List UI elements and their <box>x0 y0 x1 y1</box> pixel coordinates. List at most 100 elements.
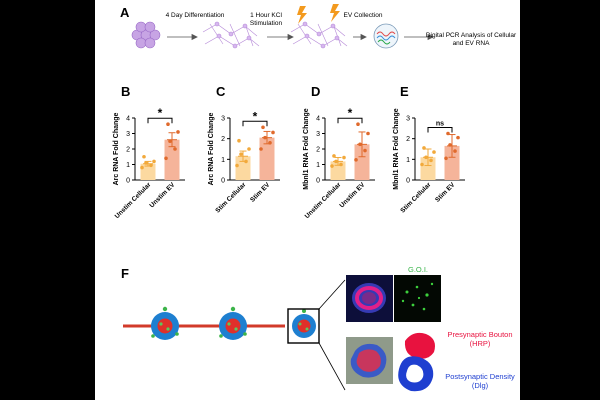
arrow-icon <box>267 33 294 41</box>
y-tick-label: 1 <box>406 157 410 164</box>
data-point <box>456 135 460 140</box>
data-point <box>244 159 248 164</box>
data-point <box>261 125 265 130</box>
significance-label: * <box>253 109 258 123</box>
stimulated-network-icon <box>290 21 348 49</box>
y-tick-label: 2 <box>221 136 225 143</box>
panel-letter-e: E <box>400 84 409 99</box>
data-point <box>420 162 424 167</box>
data-point <box>444 156 448 161</box>
y-tick-label: 0 <box>221 178 225 185</box>
category-label: Stim Cellular <box>214 181 247 214</box>
data-point <box>422 146 426 150</box>
data-point <box>142 154 146 159</box>
figure-canvas: A <box>95 0 520 400</box>
category-label: Unstim Cellular <box>114 181 153 220</box>
data-point <box>164 156 168 161</box>
y-tick-label: 2 <box>406 136 410 143</box>
category-label: Unstim EV <box>148 181 176 209</box>
goi-label: G.O.I. <box>407 265 428 274</box>
data-point <box>149 163 153 168</box>
bar <box>444 145 460 180</box>
arrow-icon <box>353 33 367 41</box>
bar <box>354 144 370 180</box>
lightning-icon <box>297 4 340 24</box>
data-point <box>429 158 433 163</box>
workflow-step-label: 1 Hour KCl Stimulation <box>249 12 283 27</box>
workflow-step-label: EV Collection <box>343 12 383 19</box>
workflow-step-label: 4 Day Differentiation <box>165 12 225 19</box>
data-point <box>140 165 144 170</box>
panel-letter-a: A <box>120 5 130 20</box>
data-point <box>247 147 251 151</box>
y-tick-label: 1 <box>316 162 320 169</box>
presynaptic-bouton-icon <box>404 332 435 359</box>
data-point <box>152 159 156 164</box>
bar <box>259 137 275 180</box>
data-point <box>446 131 450 136</box>
bouton-icon <box>151 306 179 340</box>
data-point <box>363 148 367 153</box>
panel-letter-d: D <box>311 84 321 99</box>
y-axis-label: Arc RNA Fold Change <box>113 112 120 185</box>
data-point <box>330 164 334 168</box>
data-point <box>358 142 362 147</box>
data-point <box>356 122 360 126</box>
y-axis-label: Mbnl1 RNA Fold Change <box>303 108 310 190</box>
y-axis-label: Arc RNA Fold Change <box>208 112 215 185</box>
cell-cluster-icon <box>131 21 161 49</box>
data-point <box>342 155 346 160</box>
data-point <box>173 147 177 151</box>
bar <box>140 163 156 180</box>
significance-label: ns <box>436 121 444 128</box>
arrow-icon <box>404 33 434 41</box>
category-label: Stim Cellular <box>399 181 432 214</box>
postsynaptic-label: Postsynaptic Density (Dlg) <box>445 372 515 390</box>
y-tick-label: 0 <box>316 178 320 185</box>
significance-label: * <box>158 106 163 120</box>
panel-letter-c: C <box>216 84 226 99</box>
data-point <box>168 139 172 144</box>
segmented-micrograph <box>346 337 393 384</box>
bar <box>420 157 436 180</box>
data-point <box>332 154 336 158</box>
category-label: Stim EV <box>434 181 457 204</box>
y-tick-label: 4 <box>316 116 320 123</box>
workflow-step-label: Digital PCR Analysis of Cellular and EV … <box>425 32 517 47</box>
data-point <box>453 149 457 153</box>
y-tick-label: 3 <box>126 131 130 138</box>
page-number: 49 <box>2 15 10 22</box>
neuron-network-icon <box>202 21 260 49</box>
y-axis-label: Mbnl1 RNA Fold Change <box>393 108 400 190</box>
y-tick-label: 1 <box>126 162 130 169</box>
y-tick-label: 3 <box>406 116 410 123</box>
data-point <box>339 162 343 167</box>
zoom-line <box>318 342 346 391</box>
y-tick-label: 2 <box>126 147 130 154</box>
significance-bracket <box>337 117 363 124</box>
significance-bracket <box>427 127 453 133</box>
data-point <box>176 130 180 134</box>
data-point <box>432 150 436 154</box>
ev-rna-icon <box>373 23 399 49</box>
data-point <box>354 158 358 162</box>
nmj-diagram <box>123 275 441 392</box>
goi-micrograph <box>394 275 441 322</box>
y-tick-label: 0 <box>126 178 130 185</box>
bouton-icon <box>292 309 316 338</box>
panel-letter-b: B <box>121 84 131 99</box>
y-tick-label: 3 <box>221 116 225 123</box>
data-point <box>263 135 267 140</box>
workflow-graphic <box>131 4 434 49</box>
zoom-box <box>287 308 320 344</box>
panel-letter-f: F <box>121 266 129 281</box>
data-point <box>268 141 272 145</box>
data-point <box>166 122 170 126</box>
data-point <box>271 130 275 135</box>
y-tick-label: 3 <box>316 131 320 138</box>
data-point <box>448 143 452 147</box>
